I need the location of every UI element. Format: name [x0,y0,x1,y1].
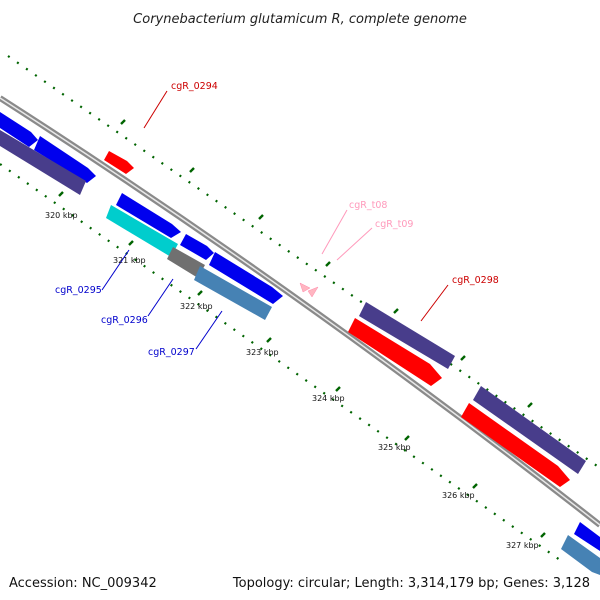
cds-cyan-cgR-0295[interactable] [106,205,178,257]
major-tick [189,167,195,173]
major-tick [404,435,410,441]
scale-label: 322 kbp [180,302,213,311]
trna-cgR-t09[interactable] [307,286,319,298]
major-tick [335,386,341,392]
major-tick [540,532,546,538]
cds-blue-arrow[interactable] [116,193,181,238]
scale-labels: 320 kbp 321 kbp 322 kbp 323 kbp 324 kbp … [45,211,539,550]
leader-cgR-t09 [336,227,373,261]
genome-backbone [0,95,600,528]
cds-purple-arrow[interactable] [473,386,586,474]
gene-labels: cgR_0294 cgR_t08 cgR_t09 cgR_0298 cgR_02… [55,81,499,358]
leader-cgR-0294 [143,90,168,129]
label-cgR-0298[interactable]: cgR_0298 [452,275,499,286]
major-tick [472,483,478,489]
genome-summary-text: Topology: circular; Length: 3,314,179 bp… [232,576,590,591]
label-cgR-t08[interactable]: cgR_t08 [349,200,387,211]
major-tick [527,402,533,408]
major-tick [258,214,264,220]
label-cgR-0297[interactable]: cgR_0297 [148,347,195,358]
scale-label: 327 kbp [506,541,539,550]
outer-tick-guide [7,55,600,469]
scale-label: 324 kbp [312,394,345,403]
label-cgR-0296[interactable]: cgR_0296 [101,315,148,326]
backbone-inner [0,97,600,526]
cds-red-arrow-cgR-0294[interactable] [104,151,134,174]
leader-cgR-t08 [321,209,348,255]
scale-label: 326 kbp [442,491,475,500]
cds-blue-arrow[interactable] [0,112,38,147]
major-tick [266,337,272,343]
cds-red-arrow[interactable] [461,403,570,487]
leader-cgR-0297 [195,310,223,350]
cds-blue-arrow[interactable] [180,234,214,260]
cds-red-arrow-cgR-0298[interactable] [348,318,442,386]
leader-cgR-0295 [101,249,130,291]
label-cgR-0295[interactable]: cgR_0295 [55,285,102,296]
inner-tick-guide [0,163,561,561]
major-tick [393,308,399,314]
major-tick [460,355,466,361]
cds-blue-arrow[interactable] [34,136,96,183]
backbone-outer [0,95,600,528]
map-title: Corynebacterium glutamicum R, complete g… [133,12,467,27]
major-tick [197,290,203,296]
scale-label: 323 kbp [246,348,279,357]
scale-label: 320 kbp [45,211,78,220]
cds-steel-arrow[interactable] [561,535,600,575]
label-leaders [101,90,449,350]
accession-text: Accession: NC_009342 [9,576,157,591]
scale-label: 325 kbp [378,443,411,452]
cds-gray-cgR-0296[interactable] [167,247,205,278]
cds-blue-arrow[interactable] [574,522,600,551]
trna-cgR-t08[interactable] [299,282,311,293]
major-tick [58,191,64,197]
cds-steel-cgR-0297[interactable] [194,266,272,320]
label-cgR-0294[interactable]: cgR_0294 [171,81,218,92]
major-tick [325,261,331,267]
major-tick [120,119,126,125]
scale-label: 321 kbp [113,256,146,265]
label-cgR-t09[interactable]: cgR_t09 [375,219,413,230]
leader-cgR-0296 [147,278,174,317]
major-ticks [58,119,546,538]
cds-purple-arrow[interactable] [359,302,455,369]
leader-cgR-0298 [420,284,449,322]
tick-guides [0,55,600,561]
cds-purple-arrow[interactable] [0,130,86,195]
major-tick [128,240,134,246]
features [0,112,600,575]
cds-blue-arrow[interactable] [209,252,283,304]
